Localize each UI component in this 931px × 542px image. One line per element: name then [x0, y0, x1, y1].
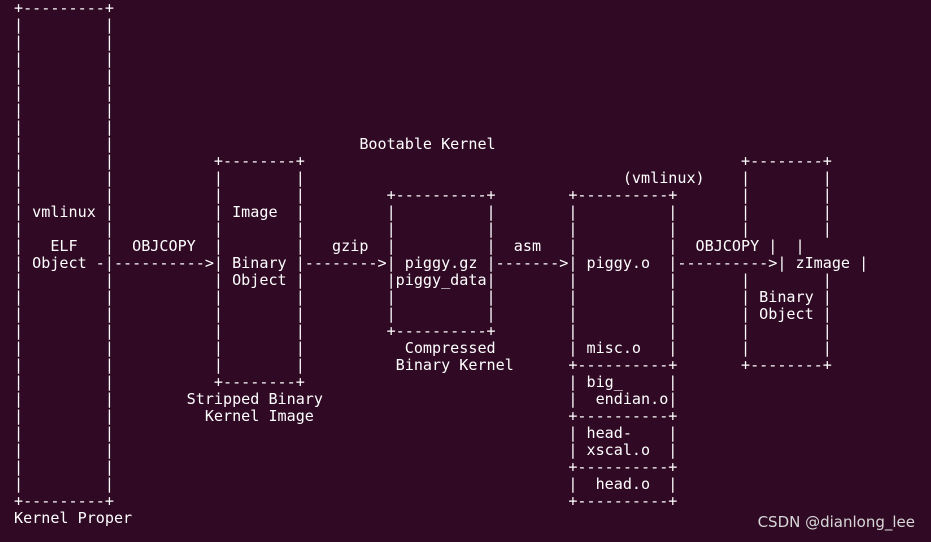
diagram-line: | | [14, 33, 114, 51]
diagram-line: | | +----------+ [14, 458, 678, 476]
diagram-line: | | | | +----------+ +----------+ | | [14, 186, 832, 204]
diagram-line: | | | xscal.o | [14, 441, 678, 459]
diagram-line: | | Stripped Binary | endian.o| [14, 390, 678, 408]
diagram-line: | | +--------+ +--------+ [14, 152, 832, 170]
diagram-line: | | [14, 67, 114, 85]
diagram-line: | Object -|---------->| Binary |--------… [14, 254, 869, 272]
diagram-line: +---------+ +----------+ [14, 492, 678, 510]
diagram-line: | | | | (vmlinux) | | [14, 169, 832, 187]
diagram-line: | | [14, 16, 114, 34]
diagram-line: | vmlinux | | Image | | | | | | | [14, 203, 832, 221]
diagram-line: | | Kernel Image +----------+ [14, 407, 678, 425]
diagram-line: | | | | | | | | | Object | [14, 305, 832, 323]
diagram-line: | ELF | OBJCOPY | | gzip | | asm | | OBJ… [14, 237, 805, 255]
diagram-line: | | Bootable Kernel [14, 135, 496, 153]
diagram-line: | | | | Compressed | misc.o | | | [14, 339, 832, 357]
diagram-line: +---------+ [14, 0, 114, 17]
diagram-line: | | [14, 101, 114, 119]
diagram-line: Kernel Proper [14, 509, 133, 527]
diagram-line: | | | | | | | | | | [14, 220, 832, 238]
diagram-line: | | +--------+ | big_ | [14, 373, 678, 391]
diagram-line: | | [14, 50, 114, 68]
diagram-line: | | | | | | | | | Binary | [14, 288, 832, 306]
diagram-line: | | | | Binary Kernel +----------+ +----… [14, 356, 832, 374]
diagram-line: | | | | +----------+ | | | | [14, 322, 832, 340]
ascii-kernel-diagram: +---------+| || || || || || || || | Boot… [14, 0, 868, 527]
diagram-line: | | | head.o | [14, 475, 678, 493]
diagram-line: | | [14, 84, 114, 102]
diagram-line: | | | head- | [14, 424, 678, 442]
diagram-line: | | [14, 118, 114, 136]
diagram-line: | | | Object | |piggy_data| | | | | [14, 271, 832, 289]
csdn-watermark: CSDN @dianlong_lee [757, 513, 915, 531]
